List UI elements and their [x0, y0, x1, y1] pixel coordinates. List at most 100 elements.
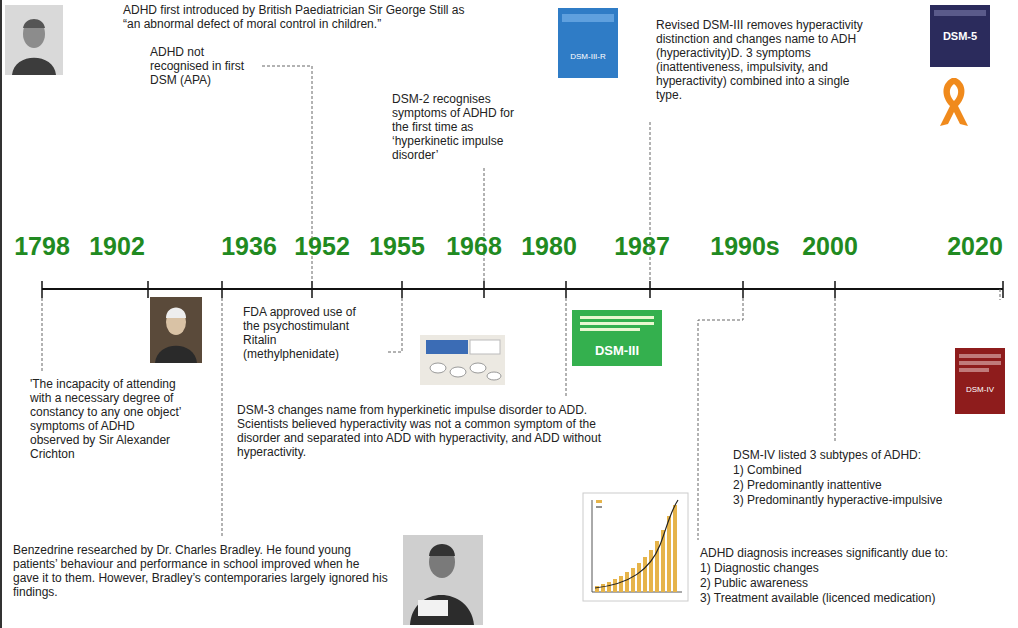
- list-item: 1) Combined: [733, 463, 993, 477]
- diagnosis-chart: [643, 557, 647, 592]
- event-note: ADHD not recognised in first DSM (APA): [150, 45, 255, 87]
- diagnosis-chart: [613, 579, 617, 592]
- book-cover-dsm3: [580, 316, 654, 319]
- cover-title: DSM-IV: [955, 385, 1005, 394]
- book-cover-dsm3r: [558, 8, 618, 78]
- diagnosis-chart: [631, 568, 635, 592]
- leader-lines: [1000, 289, 1001, 300]
- event-note: 'The incapacity of attending with a nece…: [30, 377, 182, 461]
- diagnosis-chart: [607, 582, 611, 592]
- ritalin-photo: [470, 340, 500, 354]
- cover-title: DSM-III: [572, 343, 662, 358]
- event-note: DSM-IV listed 3 subtypes of ADHD:: [733, 448, 993, 462]
- year-label: 2000: [790, 232, 870, 261]
- diagnosis-chart: [595, 500, 678, 588]
- timeline-axis: [1002, 281, 1004, 298]
- awareness-ribbon: [940, 78, 968, 126]
- timeline-axis: [221, 281, 223, 298]
- ritalin-photo: [487, 372, 501, 380]
- book-cover-dsm5: [934, 10, 986, 16]
- diagnosis-chart: [583, 493, 688, 601]
- book-cover-dsm4: [959, 368, 989, 372]
- timeline-axis: [649, 281, 651, 298]
- book-cover-dsm4: [955, 348, 1005, 414]
- portrait-bradley: [418, 600, 448, 616]
- diagnosis-chart: [583, 493, 688, 601]
- list-item: 2) Public awareness: [700, 576, 1000, 590]
- book-cover-dsm5: [930, 5, 990, 67]
- portrait-bradley: [403, 535, 483, 625]
- timeline-axis: [742, 281, 744, 298]
- diagnosis-chart: [592, 500, 593, 592]
- portrait-bradley: [403, 535, 483, 625]
- awareness-ribbon: [940, 78, 968, 126]
- year-label: 1798: [2, 232, 82, 261]
- year-label: 1955: [357, 232, 437, 261]
- list-item: 3) Treatment available (licenced medicat…: [700, 591, 1000, 605]
- diagnosis-chart: [595, 586, 599, 592]
- leader-lines: [388, 298, 402, 352]
- diagnosis-chart: [601, 584, 605, 592]
- portrait-bradley: [410, 595, 474, 625]
- leader-lines: [222, 298, 223, 538]
- frame-line: [0, 0, 2, 628]
- book-cover-dsm3r: [562, 14, 614, 22]
- year-label: 1987: [602, 232, 682, 261]
- book-cover-dsm3: [572, 310, 662, 366]
- leader-lines: [42, 66, 1000, 540]
- event-note: Benzedrine researched by Dr. Charles Bra…: [13, 543, 388, 599]
- book-cover-dsm4: [955, 348, 1005, 414]
- book-cover-dsm3: [580, 328, 640, 331]
- ritalin-photo: [420, 335, 505, 385]
- portrait-crichton: [155, 346, 197, 363]
- portrait-still: [23, 19, 45, 28]
- book-cover-dsm3r: [558, 8, 618, 78]
- ritalin-photo: [470, 363, 486, 373]
- portrait-crichton: [150, 297, 202, 363]
- leader-lines: [484, 168, 485, 281]
- diagnosis-chart: [667, 516, 671, 592]
- event-note: DSM-2 recognises symptoms of ADHD for th…: [392, 92, 524, 162]
- year-label: 1902: [77, 232, 157, 261]
- timeline-axis: [834, 281, 836, 298]
- book-cover-dsm4: [959, 361, 1001, 365]
- diagnosis-chart: [649, 550, 653, 592]
- diagnosis-chart: [596, 500, 602, 503]
- leader-lines: [566, 298, 567, 398]
- book-cover-dsm4: [959, 354, 1001, 358]
- ritalin-photo: [430, 363, 446, 373]
- ritalin-photo: [450, 367, 466, 377]
- leader-lines: [835, 298, 836, 442]
- year-label: 1936: [209, 232, 289, 261]
- timeline-axis: [42, 288, 1003, 290]
- timeline-axis: [41, 281, 43, 298]
- diagnosis-chart: [625, 572, 629, 592]
- cover-title: DSM-5: [930, 30, 990, 43]
- frame-line: [1, 0, 2, 628]
- year-label: 2020: [935, 232, 1015, 261]
- ritalin-photo: [426, 340, 468, 354]
- year-label: 1990s: [705, 232, 785, 261]
- awareness-ribbon: [950, 84, 958, 101]
- leader-lines: [42, 298, 43, 372]
- portrait-still: [12, 58, 56, 75]
- year-label: 1980: [509, 232, 589, 261]
- event-note: ADHD first introduced by British Paediat…: [123, 3, 468, 31]
- cover-title: DSM-III-R: [558, 52, 618, 61]
- list-item: 3) Predominantly hyperactive-impulsive: [733, 493, 993, 507]
- diagnosis-chart: [673, 505, 677, 592]
- event-note: DSM-3 changes name from hyperkinetic imp…: [237, 403, 609, 459]
- timeline-axis: [483, 281, 485, 298]
- portrait-still: [5, 5, 63, 75]
- book-cover-dsm3: [572, 310, 662, 366]
- book-cover-dsm3: [580, 322, 654, 325]
- event-note: ADHD diagnosis increases significantly d…: [700, 546, 1000, 560]
- event-note: FDA approved use of the psychostimulant …: [243, 305, 371, 361]
- portrait-bradley: [429, 544, 455, 556]
- list-item: 1) Diagnostic changes: [700, 561, 1000, 575]
- diagnosis-chart: [637, 563, 641, 592]
- book-cover-dsm5: [930, 5, 990, 67]
- timeline-axis: [311, 281, 313, 298]
